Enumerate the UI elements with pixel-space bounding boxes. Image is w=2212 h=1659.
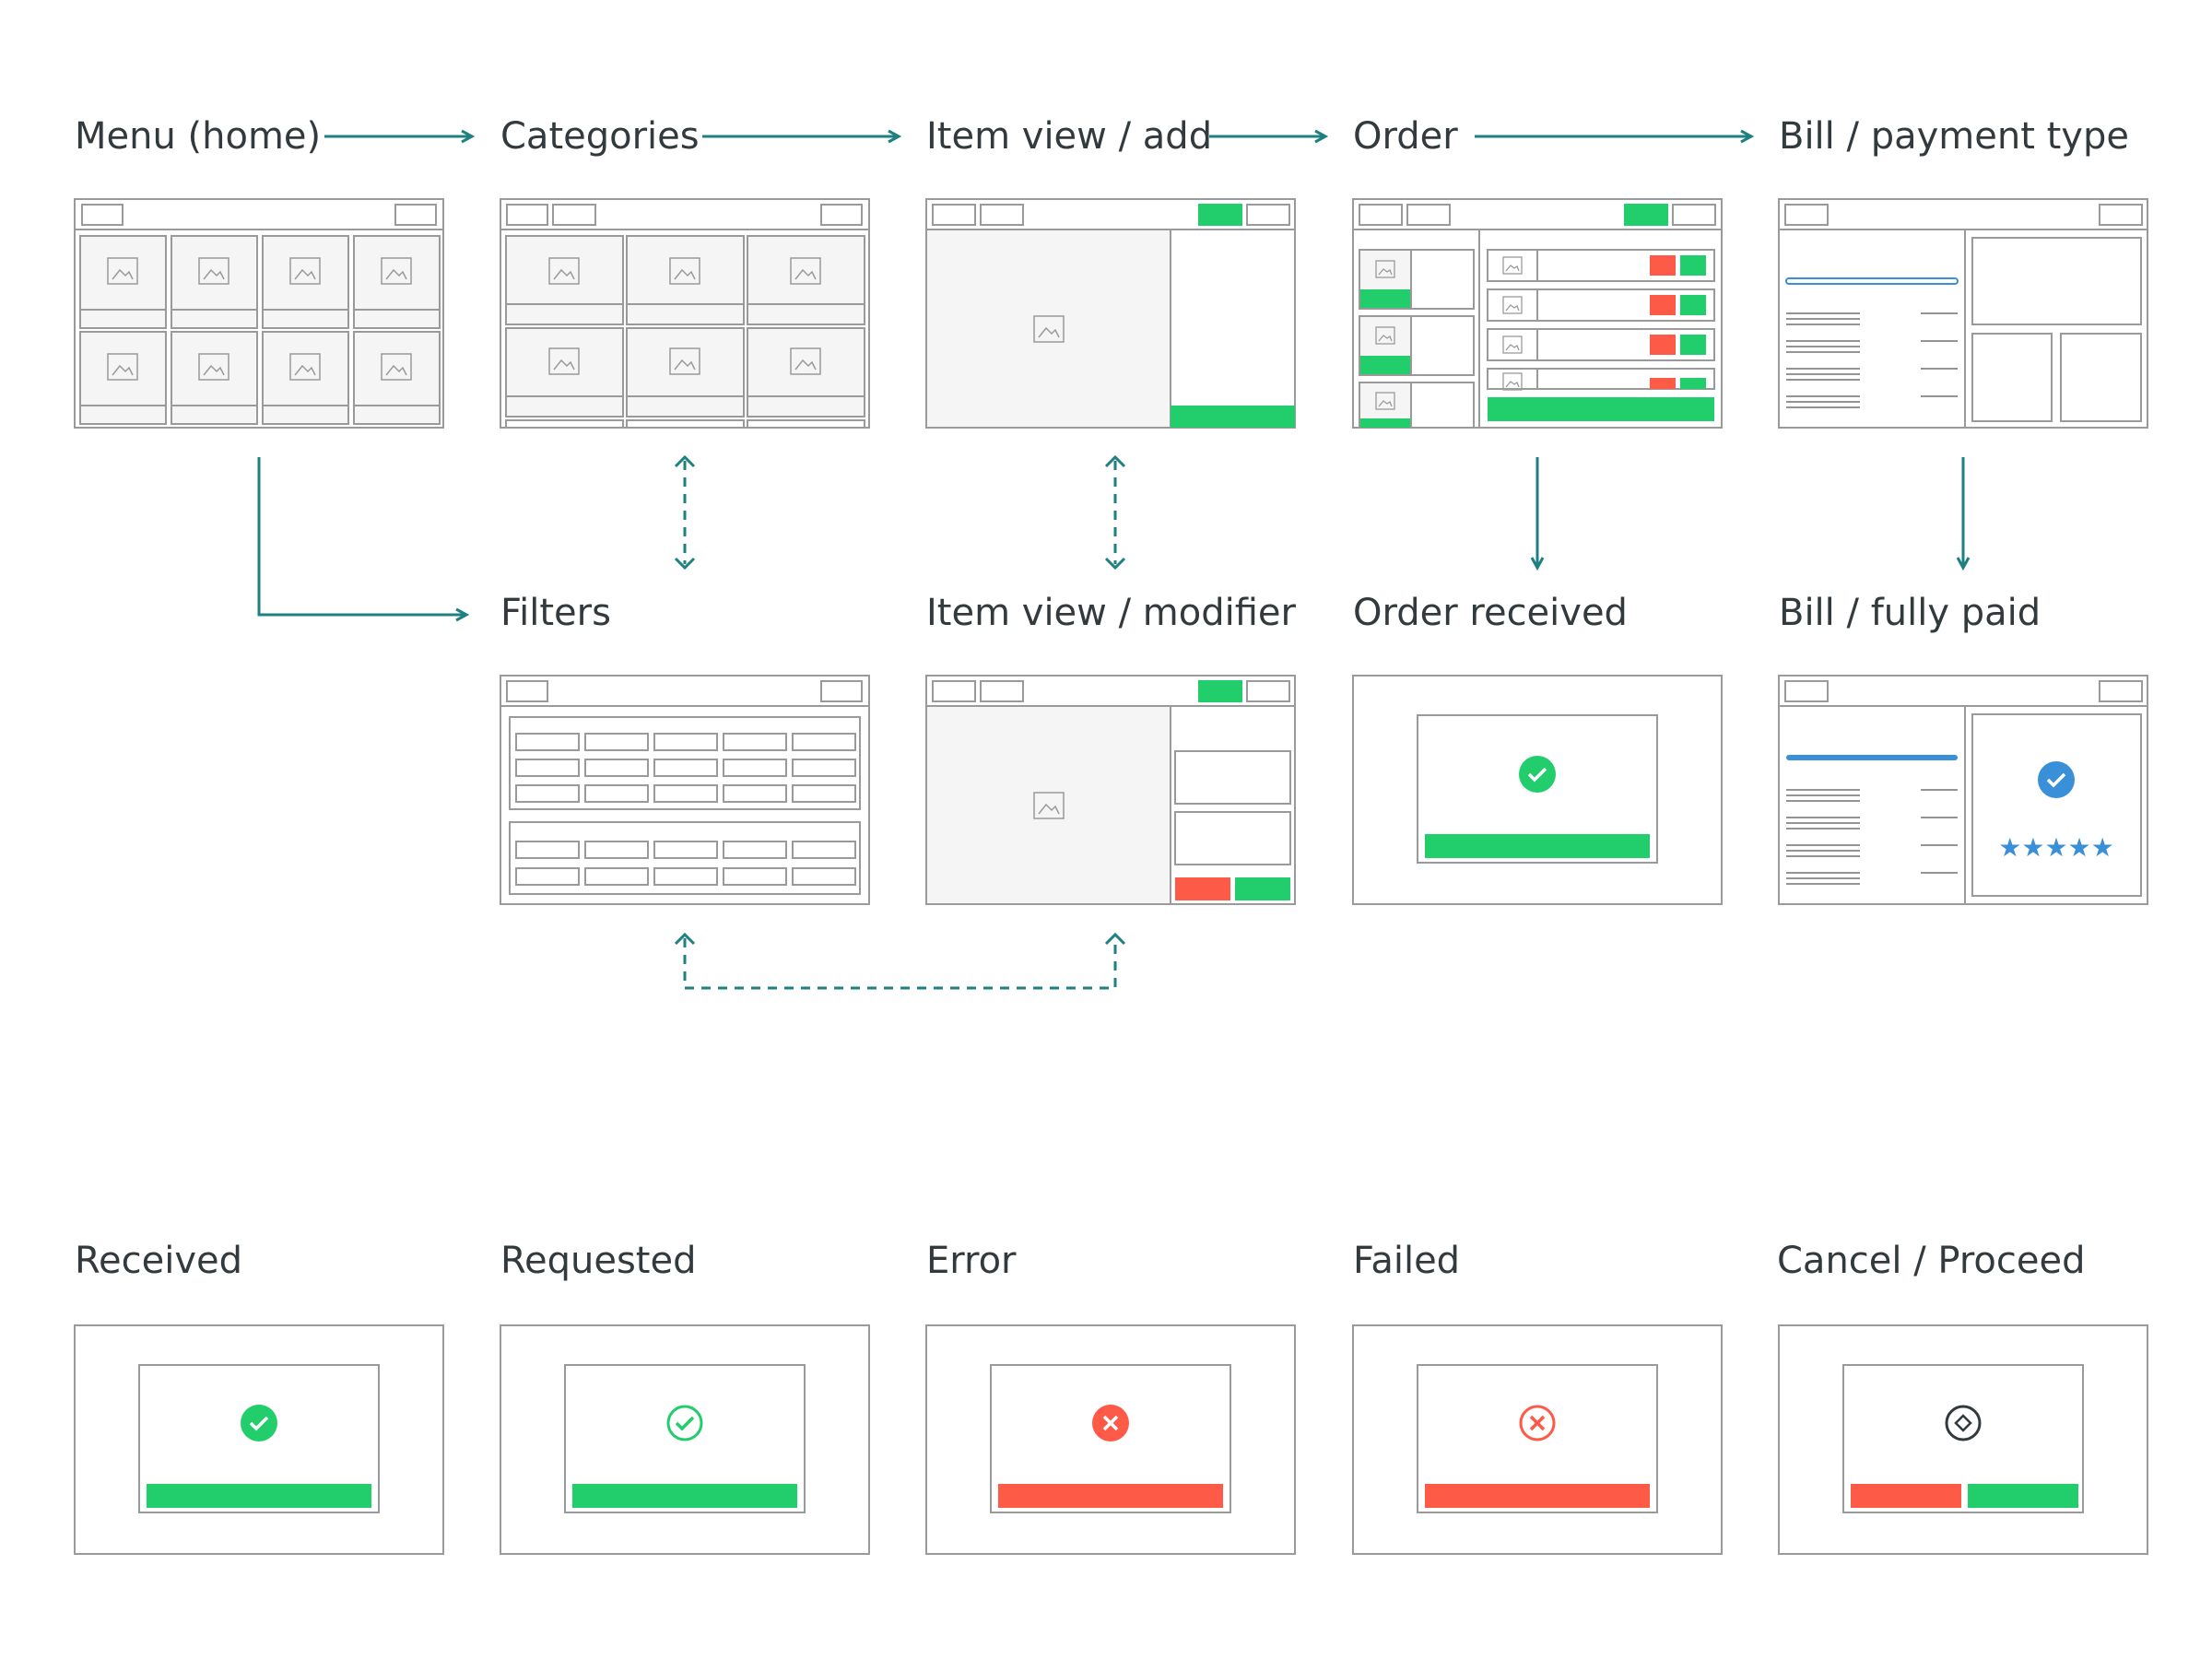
arrow-menu-to-filters <box>257 457 466 615</box>
label-state-error: Error <box>926 1240 1017 1282</box>
label-item-view-modifier: Item view / modifier <box>926 592 1296 634</box>
state-received <box>74 1324 444 1555</box>
wireframe-filters <box>500 675 870 905</box>
label-menu-home: Menu (home) <box>75 115 322 158</box>
label-bill-fully-paid: Bill / fully paid <box>1779 592 2041 634</box>
wireframe-menu-home <box>74 198 444 429</box>
label-item-view-add: Item view / add <box>926 115 1213 158</box>
label-bill-payment-type: Bill / payment type <box>1779 115 2129 158</box>
label-filters: Filters <box>500 592 611 634</box>
wireframe-order-received <box>1352 675 1723 905</box>
state-requested <box>500 1324 870 1555</box>
label-order-received: Order received <box>1353 592 1628 634</box>
wireframe-bill-fully-paid <box>1778 675 2148 905</box>
label-state-requested: Requested <box>500 1240 697 1282</box>
label-state-received: Received <box>75 1240 242 1282</box>
label-state-cancel-proceed: Cancel / Proceed <box>1777 1240 2086 1282</box>
wireframe-order <box>1352 198 1723 429</box>
wireframe-categories <box>500 198 870 429</box>
label-state-failed: Failed <box>1353 1240 1461 1282</box>
rating-stars: ★★★★★ <box>1998 832 2114 863</box>
state-cancel-proceed <box>1778 1324 2148 1555</box>
state-failed <box>1352 1324 1723 1555</box>
label-order: Order <box>1353 115 1458 158</box>
dashed-filters-modifier <box>683 938 1117 990</box>
state-error <box>925 1324 1296 1555</box>
wireframe-item-view-modifier <box>925 675 1296 905</box>
wireframe-item-view-add <box>925 198 1296 429</box>
label-categories: Categories <box>500 115 700 158</box>
wireframe-bill-payment-type <box>1778 198 2148 429</box>
